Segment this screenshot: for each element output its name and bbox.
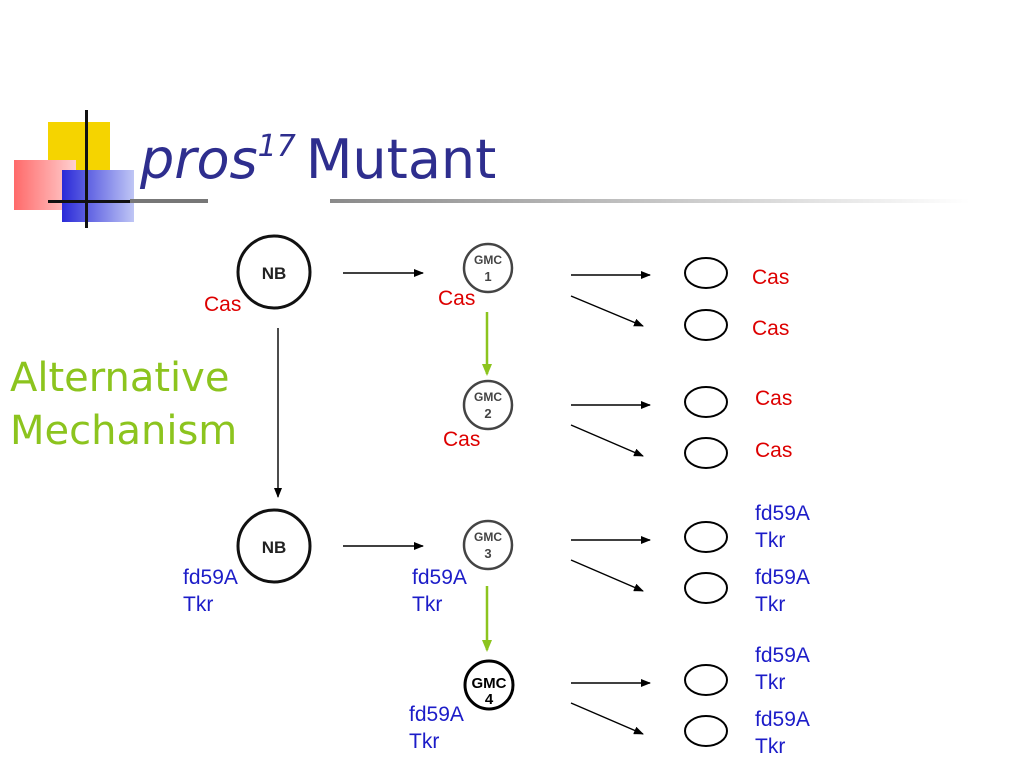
nb-cell-bottom: NB [236, 508, 312, 584]
label-nb-bottom: fd59A Tkr [183, 564, 238, 618]
label-gmc3-tkr: Tkr [412, 593, 443, 616]
label-daughter-8: fd59A Tkr [755, 706, 810, 760]
daughter-cell-6 [684, 572, 728, 604]
label-gmc2-cas: Cas [443, 428, 481, 451]
title-rest: Mutant [305, 128, 497, 191]
logo-decoration [0, 100, 140, 230]
label-daughter-5-fd59a: fd59A [755, 502, 810, 525]
label-gmc3: fd59A Tkr [412, 564, 467, 618]
label-daughter-6: fd59A Tkr [755, 564, 810, 618]
title-italic: pros [140, 128, 258, 191]
gmc-cell-2: GMC 2 [462, 379, 514, 431]
svg-text:3: 3 [484, 546, 491, 561]
daughter-cell-3 [684, 386, 728, 418]
logo-horizontal-line [48, 200, 130, 203]
gmc-cell-3: GMC 3 [462, 519, 514, 571]
daughter-cell-2 [684, 309, 728, 341]
daughter-cell-5 [684, 521, 728, 553]
logo-blue-square [62, 170, 134, 222]
label-daughter-7-fd59a: fd59A [755, 644, 810, 667]
label-nb-top-cas: Cas [204, 293, 242, 316]
title-superscript: 17 [257, 129, 296, 164]
svg-text:GMC: GMC [474, 390, 502, 404]
label-daughter-4: Cas [755, 439, 793, 462]
label-daughter-3: Cas [755, 387, 793, 410]
svg-text:GMC: GMC [472, 675, 507, 692]
daughter-cell-8 [684, 715, 728, 747]
arrow-gmc1-daughter-b [570, 295, 644, 327]
arrow-gmc4-daughter-b [570, 702, 644, 735]
page-title: pros17 Mutant [140, 112, 496, 195]
label-daughter-8-tkr: Tkr [755, 735, 786, 758]
svg-text:4: 4 [485, 691, 494, 708]
arrow-gmc3-daughter-b [570, 559, 644, 592]
side-label: Alternative Mechanism [10, 352, 237, 458]
label-gmc1-cas: Cas [438, 287, 476, 310]
title-rule-fade [330, 199, 970, 203]
label-daughter-6-tkr: Tkr [755, 593, 786, 616]
label-daughter-7-tkr: Tkr [755, 671, 786, 694]
svg-text:2: 2 [484, 406, 491, 421]
label-daughter-7: fd59A Tkr [755, 642, 810, 696]
side-label-line1: Alternative [10, 355, 230, 401]
arrow-gmc2-daughter-b [570, 424, 644, 457]
label-daughter-5: fd59A Tkr [755, 500, 810, 554]
label-nb-bottom-tkr: Tkr [183, 593, 214, 616]
svg-text:NB: NB [262, 264, 287, 283]
label-daughter-1: Cas [752, 266, 790, 289]
label-daughter-8-fd59a: fd59A [755, 708, 810, 731]
svg-text:1: 1 [484, 269, 491, 284]
label-gmc4: fd59A Tkr [409, 701, 464, 755]
label-daughter-5-tkr: Tkr [755, 529, 786, 552]
daughter-cell-7 [684, 664, 728, 696]
svg-text:NB: NB [262, 538, 287, 557]
logo-vertical-line [85, 110, 88, 228]
label-daughter-6-fd59a: fd59A [755, 566, 810, 589]
svg-text:GMC: GMC [474, 530, 502, 544]
svg-text:GMC: GMC [474, 253, 502, 267]
daughter-cell-4 [684, 437, 728, 469]
gmc-cell-4: GMC 4 [463, 659, 515, 711]
side-label-line2: Mechanism [10, 408, 238, 454]
nb-cell-top: NB [236, 234, 312, 310]
label-nb-bottom-fd59a: fd59A [183, 566, 238, 589]
label-gmc3-fd59a: fd59A [412, 566, 467, 589]
label-gmc4-fd59a: fd59A [409, 703, 464, 726]
title-rule-dark [130, 199, 208, 203]
label-daughter-2: Cas [752, 317, 790, 340]
gmc-cell-1: GMC 1 [462, 242, 514, 294]
label-gmc4-tkr: Tkr [409, 730, 440, 753]
daughter-cell-1 [684, 257, 728, 289]
